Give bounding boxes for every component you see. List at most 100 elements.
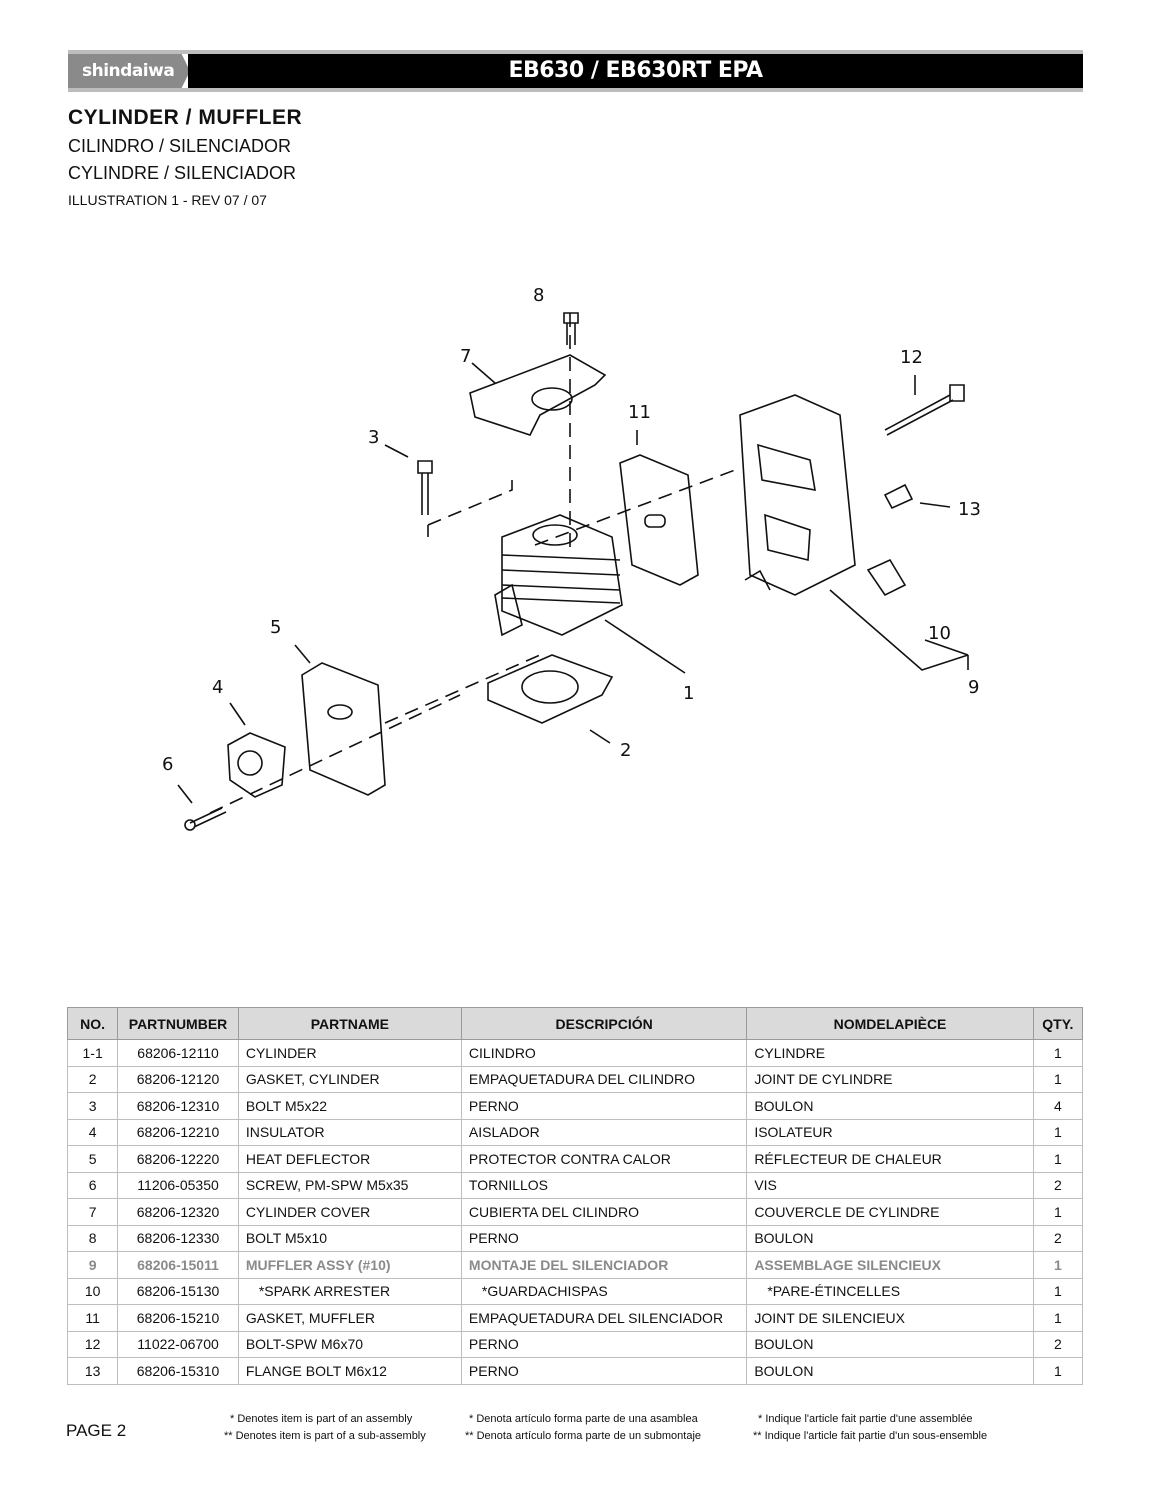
table-cell: PERNO <box>460 1224 748 1252</box>
table-cell: CYLINDER COVER <box>237 1198 462 1226</box>
table-cell: MONTAJE DEL SILENCIADOR <box>460 1251 748 1279</box>
table-cell: FLANGE BOLT M6x12 <box>237 1357 462 1385</box>
table-cell: 5 <box>66 1145 119 1173</box>
table-cell: BOULON <box>746 1330 1034 1358</box>
table-cell: 12 <box>66 1330 119 1358</box>
footnote-en-assembly: * Denotes item is part of an assembly <box>230 1413 413 1425</box>
table-cell: PERNO <box>460 1357 748 1385</box>
brand-logo: shindaiwa <box>68 54 178 88</box>
table-cell: 1 <box>1032 1065 1084 1093</box>
table-cell: JOINT DE SILENCIEUX <box>746 1304 1034 1332</box>
table-cell: 68206-12120 <box>117 1065 239 1093</box>
table-cell: 68206-15011 <box>117 1251 239 1279</box>
table-cell: *PARE-ÉTINCELLES <box>746 1277 1034 1305</box>
callout-13: 13 <box>958 499 981 520</box>
table-cell: 1 <box>1032 1357 1084 1385</box>
callout-9: 9 <box>968 677 979 698</box>
table-cell: 2 <box>1032 1224 1084 1252</box>
callout-12: 12 <box>900 347 923 368</box>
callout-8: 8 <box>533 285 544 306</box>
table-header-row: NO. PARTNUMBER PARTNAME DESCRIPCIÓN NOMD… <box>66 1007 1084 1040</box>
footnote-en-subassembly: ** Denotes item is part of a sub-assembl… <box>224 1430 426 1442</box>
table-cell: PERNO <box>460 1092 748 1120</box>
table-cell: 68206-12320 <box>117 1198 239 1226</box>
table-cell: 13 <box>66 1357 119 1385</box>
table-cell: BOULON <box>746 1092 1034 1120</box>
table-cell: 8 <box>66 1224 119 1252</box>
section-title-en: CYLINDER / MUFFLER <box>68 106 303 129</box>
table-cell: 1-1 <box>66 1039 119 1067</box>
callout-11: 11 <box>628 402 651 423</box>
table-cell: 68206-12110 <box>117 1039 239 1067</box>
exploded-parts-diagram: 8 7 3 11 12 13 10 9 1 2 5 4 6 <box>162 285 981 831</box>
header-top-strip <box>68 50 1083 54</box>
table-cell: MUFFLER ASSY (#10) <box>237 1251 462 1279</box>
table-cell: *GUARDACHISPAS <box>460 1277 748 1305</box>
table-cell: 1 <box>1032 1118 1084 1146</box>
callout-2: 2 <box>620 740 631 761</box>
callout-6: 6 <box>162 754 173 775</box>
table-cell: 1 <box>1032 1304 1084 1332</box>
footnote-es-subassembly: ** Denota artículo forma parte de un sub… <box>465 1430 702 1442</box>
table-cell: EMPAQUETADURA DEL SILENCIADOR <box>460 1304 748 1332</box>
table-cell: 68206-15310 <box>117 1357 239 1385</box>
col-partnumber: PARTNUMBER <box>117 1007 239 1040</box>
table-cell: 68206-15210 <box>117 1304 239 1332</box>
table-cell: PERNO <box>460 1330 748 1358</box>
col-partname: PARTNAME <box>237 1007 462 1040</box>
table-cell: EMPAQUETADURA DEL CILINDRO <box>460 1065 748 1093</box>
table-cell: ASSEMBLAGE SILENCIEUX <box>746 1251 1034 1279</box>
section-title-es: CILINDRO / SILENCIADOR <box>68 136 292 156</box>
table-cell: 1 <box>1032 1039 1084 1067</box>
table-cell: PROTECTOR CONTRA CALOR <box>460 1145 748 1173</box>
footnote-english: * Denotes item is part of an assembly **… <box>224 1411 426 1445</box>
page-header: shindaiwa EB630 / EB630RT EPA <box>68 50 1083 92</box>
callout-10: 10 <box>928 623 951 644</box>
footnote-french: * Indique l'article fait partie d'une as… <box>753 1411 987 1445</box>
table-cell: BOULON <box>746 1357 1034 1385</box>
col-nomdelapiece: NOMDELAPIÈCE <box>746 1007 1034 1040</box>
callout-5: 5 <box>270 617 281 638</box>
footnote-fr-subassembly: ** Indique l'article fait partie d'un so… <box>753 1430 988 1442</box>
table-cell: 2 <box>1032 1330 1084 1358</box>
parts-table: NO. PARTNUMBER PARTNAME DESCRIPCIÓN NOMD… <box>66 1007 1084 1385</box>
table-cell: 68206-12210 <box>117 1118 239 1146</box>
table-cell: VIS <box>746 1171 1034 1199</box>
table-cell: ISOLATEUR <box>746 1118 1034 1146</box>
table-cell: BOLT-SPW M6x70 <box>237 1330 462 1358</box>
table-cell: 1 <box>1032 1198 1084 1226</box>
footnote-es-assembly: * Denota artículo forma parte de una asa… <box>469 1413 698 1425</box>
table-cell: 9 <box>66 1251 119 1279</box>
table-cell: RÉFLECTEUR DE CHALEUR <box>746 1145 1034 1173</box>
table-cell: 11022-06700 <box>117 1330 239 1358</box>
table-cell: 4 <box>1032 1092 1084 1120</box>
table-cell: 4 <box>66 1118 119 1146</box>
table-cell: 11206-05350 <box>117 1171 239 1199</box>
table-cell: CILINDRO <box>460 1039 748 1067</box>
footnote-spanish: * Denota artículo forma parte de una asa… <box>465 1411 701 1445</box>
table-cell: AISLADOR <box>460 1118 748 1146</box>
table-cell: TORNILLOS <box>460 1171 748 1199</box>
table-cell: 2 <box>66 1065 119 1093</box>
table-cell: 1 <box>1032 1251 1084 1279</box>
table-cell: 68206-12310 <box>117 1092 239 1120</box>
table-cell: BOLT M5x22 <box>237 1092 462 1120</box>
table-cell: CYLINDRE <box>746 1039 1034 1067</box>
table-cell: CUBIERTA DEL CILINDRO <box>460 1198 748 1226</box>
col-no: NO. <box>66 1007 119 1040</box>
table-cell: 1 <box>1032 1277 1084 1305</box>
table-cell: 68206-12330 <box>117 1224 239 1252</box>
footnote-fr-assembly: * Indique l'article fait partie d'une as… <box>758 1413 973 1425</box>
table-cell: 3 <box>66 1092 119 1120</box>
table-cell: GASKET, CYLINDER <box>237 1065 462 1093</box>
table-cell: CYLINDER <box>237 1039 462 1067</box>
